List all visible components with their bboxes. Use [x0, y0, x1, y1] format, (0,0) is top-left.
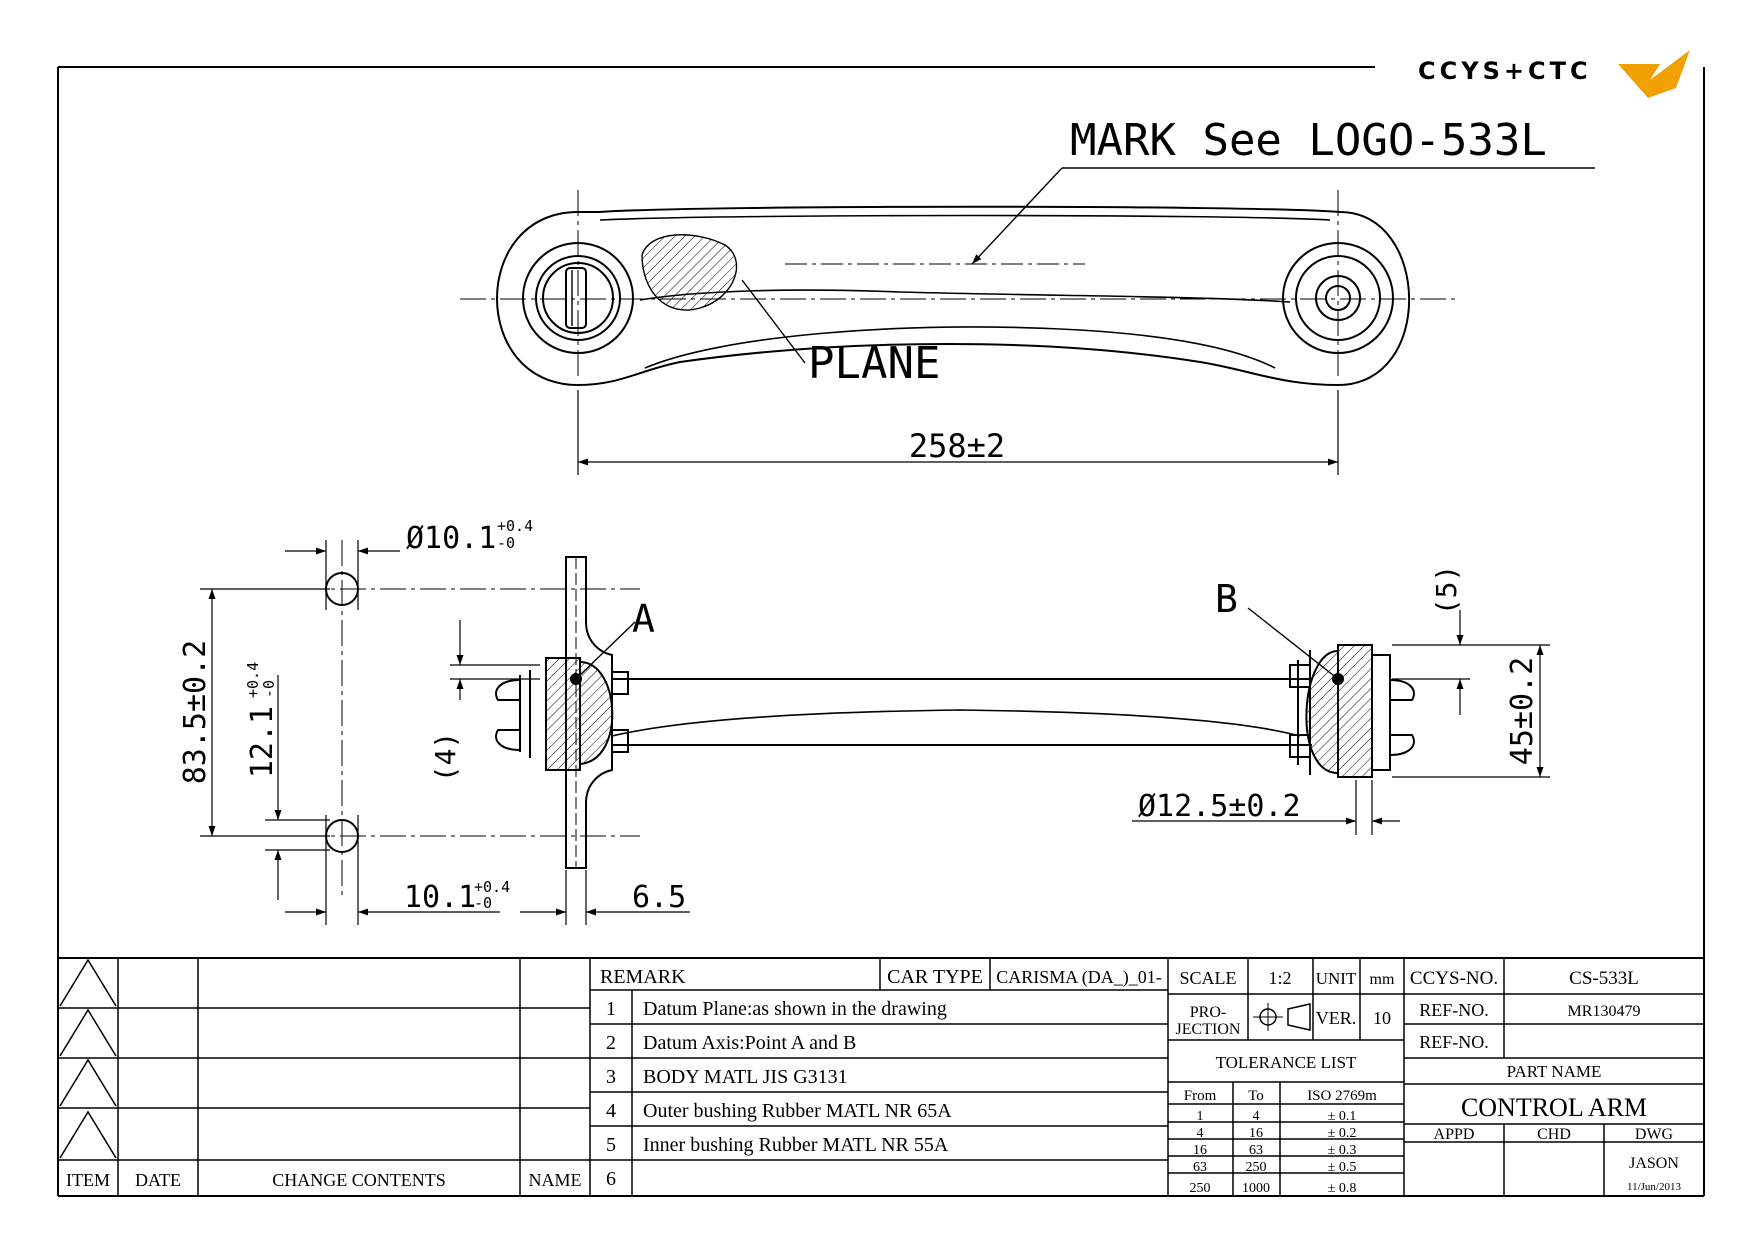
part-name-value: CONTROL ARM [1461, 1093, 1647, 1122]
datum-b: B [1215, 577, 1238, 621]
svg-text:2: 2 [606, 1032, 616, 1054]
logo-text: CCYS+CTC [1418, 57, 1592, 85]
svg-text:4: 4 [1197, 1126, 1204, 1141]
svg-text:+0.4: +0.4 [497, 517, 533, 535]
part-name-label: PART NAME [1507, 1062, 1602, 1081]
remark-header: REMARK [600, 966, 686, 988]
drawing-date: 11/Jun/2013 [1627, 1181, 1681, 1193]
ref-no-value-1: MR130479 [1568, 1003, 1641, 1020]
car-type-label: CAR TYPE [887, 966, 983, 988]
svg-text:Inner bushing Rubber MATL NR 5: Inner bushing Rubber MATL NR 55A [643, 1134, 949, 1156]
datum-a: A [632, 597, 655, 641]
title-table: CCYS-NO. CS-533L REF-NO. MR130479 REF-NO… [1410, 968, 1682, 1193]
left-eye-slot [565, 267, 587, 329]
revision-table: ITEM DATE CHANGE CONTENTS NAME [66, 1170, 582, 1190]
svg-text:± 0.5: ± 0.5 [1328, 1160, 1357, 1175]
left-eye-mid [535, 255, 621, 341]
ver-label: VER. [1316, 1008, 1357, 1028]
svg-text:PRO-: PRO- [1190, 1004, 1226, 1021]
dimension-texts: Ø10.1 +0.4 -0 10.1 +0.4 -0 6.5 83.5±0.2 … [178, 517, 1540, 915]
svg-text:5: 5 [606, 1134, 616, 1156]
mark-callout: MARK See LOGO-533L [1070, 115, 1547, 166]
tolerance-title: TOLERANCE LIST [1216, 1053, 1357, 1072]
rev-header-item: ITEM [66, 1170, 110, 1190]
svg-text:-0: -0 [474, 894, 492, 912]
right-bushing-outer [1337, 644, 1373, 778]
arm-outline [496, 205, 1410, 387]
car-type-value: CARISMA (DA_)_01- [996, 967, 1162, 988]
ref-no-label-2: REF-NO. [1419, 1032, 1489, 1052]
title-block-grid [58, 957, 1704, 1196]
svg-text:1: 1 [1197, 1109, 1204, 1124]
svg-text:+0.4: +0.4 [474, 878, 510, 896]
ccys-no-value: CS-533L [1569, 968, 1639, 989]
bush-gap: (4) [429, 732, 462, 783]
ccys-no-label: CCYS-NO. [1410, 968, 1498, 989]
svg-text:1000: 1000 [1242, 1181, 1270, 1196]
svg-text:± 0.3: ± 0.3 [1328, 1143, 1357, 1158]
remark-table: REMARK CAR TYPE CARISMA (DA_)_01- 1 Datu… [600, 966, 1162, 1190]
svg-text:To: To [1248, 1088, 1264, 1104]
arm-outline-inner [599, 214, 1331, 221]
scale-label: SCALE [1179, 968, 1236, 988]
top-view [460, 167, 1595, 475]
drawn-by: JASON [1629, 1155, 1679, 1172]
appd-label: APPD [1434, 1126, 1475, 1143]
unit-value: mm [1370, 971, 1395, 988]
svg-text:± 0.8: ± 0.8 [1328, 1181, 1357, 1196]
unit-label: UNIT [1316, 969, 1357, 988]
plane-hatched-area [641, 234, 738, 311]
logo-mark [1618, 50, 1690, 98]
svg-text:16: 16 [1193, 1143, 1207, 1158]
side-view [200, 540, 1550, 925]
hole-dia-top: Ø10.1 [406, 521, 496, 556]
flange-thickness: 6.5 [632, 880, 686, 915]
rev-header-date: DATE [135, 1170, 181, 1190]
length-dimension: 258±2 [909, 427, 1005, 465]
ver-value: 10 [1373, 1008, 1391, 1028]
scale-value: 1:2 [1268, 968, 1291, 988]
svg-text:16: 16 [1249, 1126, 1263, 1141]
left-eye-outer [522, 242, 634, 354]
svg-text:-0: -0 [260, 680, 278, 698]
drawing-frame [57, 66, 1705, 1197]
svg-text:Datum Plane:as shown in the dr: Datum Plane:as shown in the drawing [643, 998, 947, 1020]
svg-text:63: 63 [1193, 1160, 1207, 1175]
hole-dia-bottom: 10.1 [404, 880, 476, 915]
svg-text:250: 250 [1190, 1181, 1211, 1196]
svg-text:BODY MATL JIS G3131: BODY MATL JIS G3131 [643, 1066, 848, 1088]
bush-b-width: 45±0.2 [1505, 657, 1540, 765]
svg-text:4: 4 [1253, 1109, 1260, 1124]
chd-label: CHD [1537, 1126, 1571, 1143]
rev-header-name: NAME [529, 1170, 582, 1190]
bush-b-gap: (5) [1430, 565, 1463, 616]
plane-callout: PLANE [808, 338, 940, 389]
svg-text:JECTION: JECTION [1176, 1021, 1241, 1038]
rev-header-contents: CHANGE CONTENTS [272, 1170, 446, 1190]
svg-text:± 0.1: ± 0.1 [1328, 1109, 1357, 1124]
svg-text:From: From [1184, 1088, 1217, 1104]
spec-table: SCALE 1:2 UNIT mm PRO- JECTION VER. 10 T… [1176, 968, 1395, 1196]
svg-text:-0: -0 [497, 534, 515, 552]
svg-text:63: 63 [1249, 1143, 1263, 1158]
svg-text:6: 6 [606, 1168, 616, 1190]
ref-no-label-1: REF-NO. [1419, 1000, 1489, 1020]
svg-text:3: 3 [606, 1066, 616, 1088]
right-eye-outer [1282, 242, 1394, 354]
svg-text:ISO 2769m: ISO 2769m [1307, 1088, 1377, 1104]
svg-text:Datum Axis:Point A and B: Datum Axis:Point A and B [643, 1032, 856, 1054]
center-distance: 83.5±0.2 [178, 640, 213, 785]
svg-text:± 0.2: ± 0.2 [1328, 1126, 1357, 1141]
svg-text:250: 250 [1246, 1160, 1267, 1175]
dwg-label: DWG [1635, 1126, 1674, 1143]
svg-text:+0.4: +0.4 [244, 662, 262, 698]
right-eye-mid [1295, 255, 1381, 341]
svg-text:Outer bushing Rubber MATL NR 6: Outer bushing Rubber MATL NR 65A [643, 1100, 952, 1122]
svg-text:1: 1 [606, 998, 616, 1020]
svg-text:4: 4 [606, 1100, 616, 1122]
company-logo: CCYS+CTC [1418, 50, 1690, 98]
bush-b-dia: Ø12.5±0.2 [1138, 789, 1301, 824]
offset: 12.1 [245, 706, 280, 778]
